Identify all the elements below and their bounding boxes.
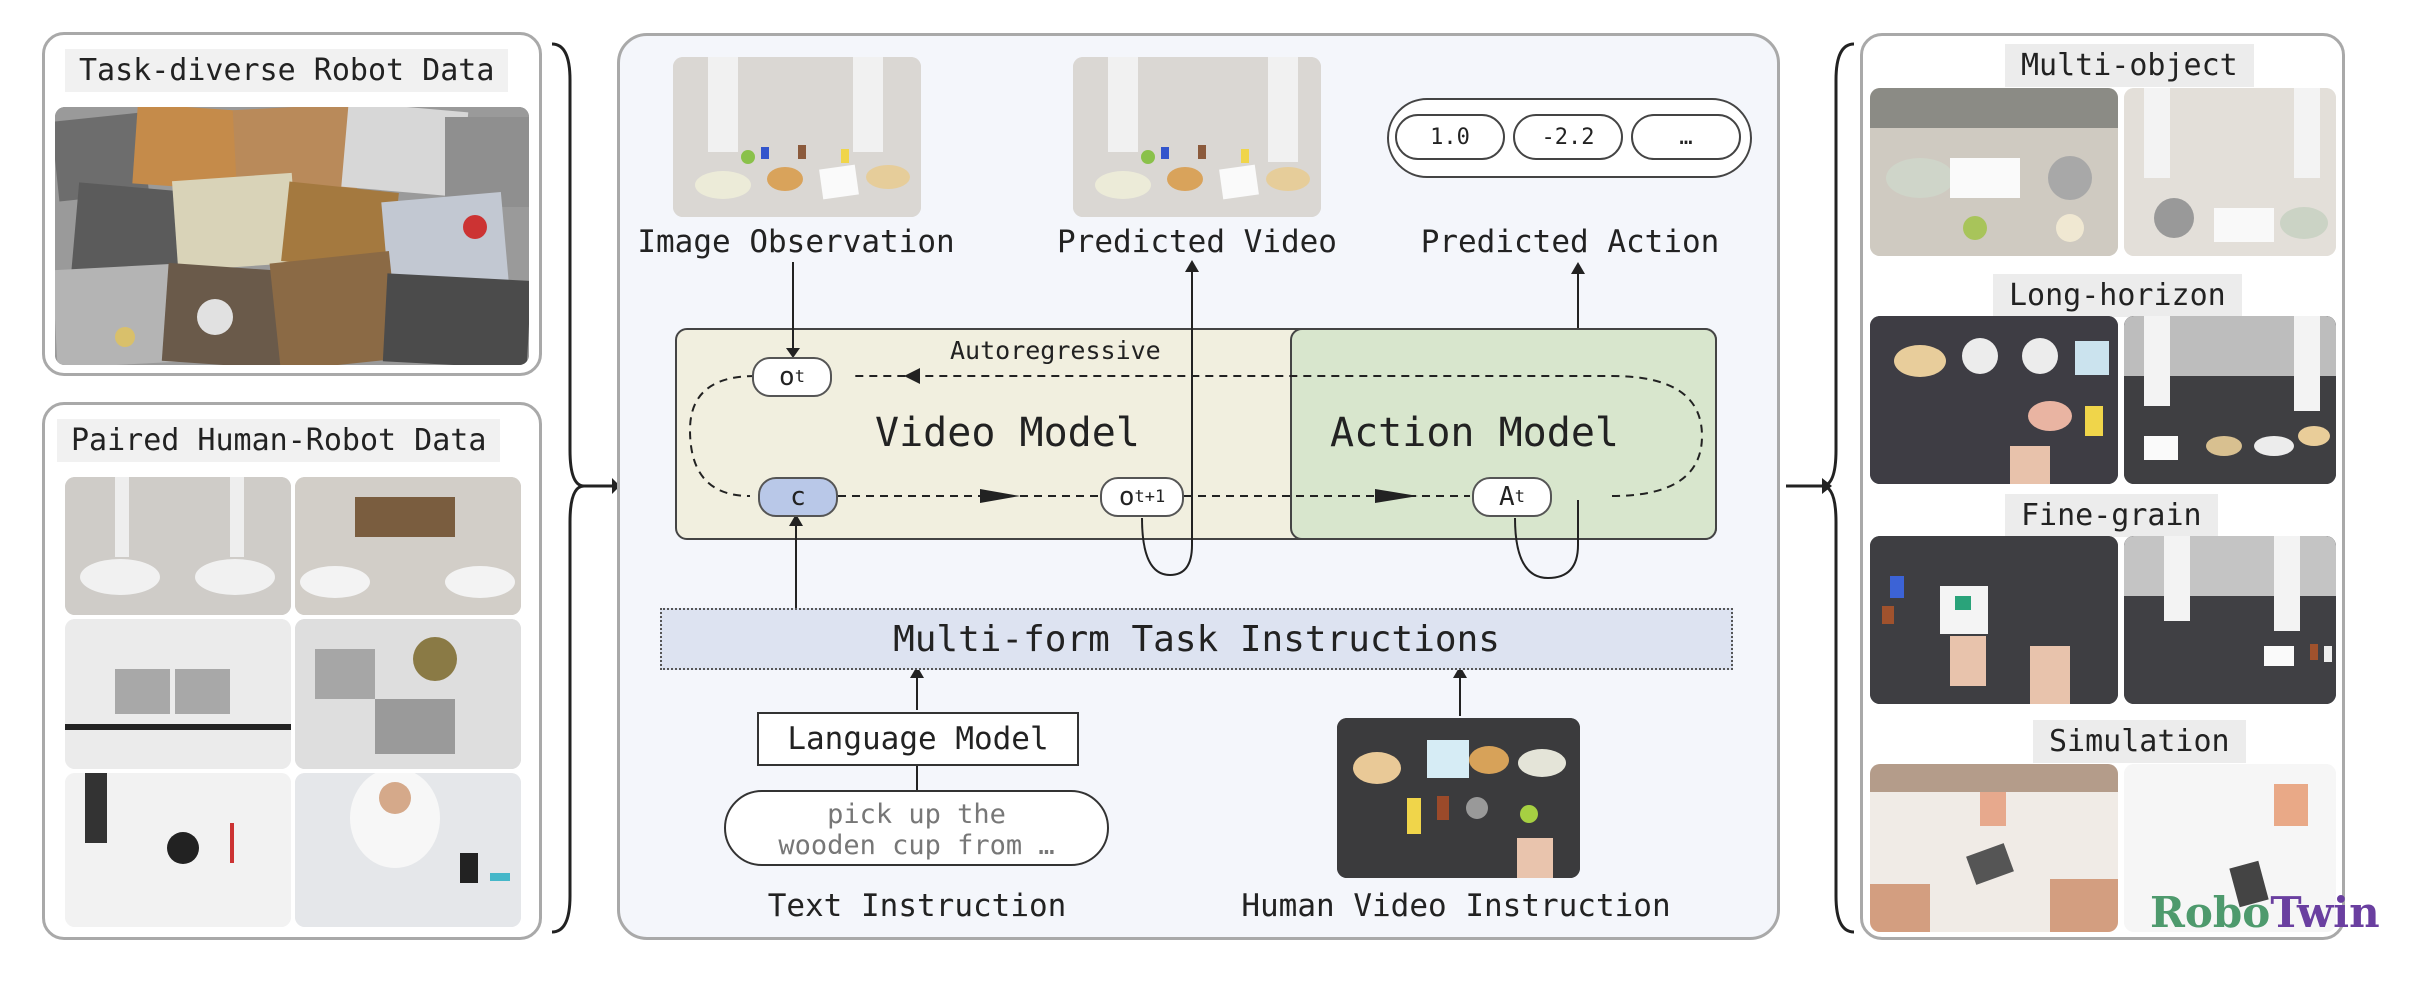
paired-photo-robot-plates (65, 477, 291, 615)
right-bracket (1786, 42, 1855, 934)
multi-form-instructions-bar: Multi-form Task Instructions (660, 608, 1733, 670)
fine-grain-photo-human (1870, 536, 2118, 704)
paired-photo-robot-trays (65, 619, 291, 769)
multi-object-title: Multi-object (2005, 44, 2254, 87)
paired-photo-human-plates (295, 477, 521, 615)
left-bracket (551, 42, 618, 934)
simulation-title: Simulation (2033, 720, 2246, 763)
predicted-action-label: Predicted Action (1420, 224, 1720, 260)
simulation-photo-robotwin (2124, 764, 2336, 932)
node-c: c (758, 477, 838, 517)
robot-data-panel: Task-diverse Robot Data (42, 32, 542, 376)
action-model-label: Action Model (1330, 410, 1619, 456)
autoregressive-label: Autoregressive (950, 336, 1161, 365)
long-horizon-title: Long-horizon (1993, 274, 2242, 317)
action-value-3: … (1631, 114, 1741, 160)
robot-data-title: Task-diverse Robot Data (65, 49, 509, 92)
multi-form-instructions-label: Multi-form Task Instructions (893, 618, 1500, 660)
long-horizon-photo-robot (2124, 316, 2336, 484)
text-prompt-line-1: pick up the (827, 799, 1006, 830)
text-prompt-bubble: pick up the wooden cup from … (724, 790, 1109, 866)
multi-object-photo-human (1870, 88, 2118, 256)
collage-image (55, 107, 529, 365)
language-model-label: Language Model (787, 721, 1049, 757)
image-observation-photo (673, 57, 921, 217)
predicted-video-photo (1073, 57, 1321, 217)
robotwin-logo-robo: Robo (2150, 888, 2271, 937)
action-value-1: 1.0 (1395, 114, 1505, 160)
paired-photo-human-trays (295, 619, 521, 769)
video-model-label: Video Model (875, 410, 1140, 456)
predicted-video-label: Predicted Video (1057, 224, 1337, 260)
image-observation-label: Image Observation (637, 224, 955, 260)
multi-object-photo-robot (2124, 88, 2336, 256)
simulation-photo-human (1870, 764, 2118, 932)
human-video-instruction-photo (1337, 718, 1580, 878)
robotwin-logo-twin: Twin (2270, 888, 2380, 937)
paired-photo-robot-cup (65, 773, 291, 927)
language-model-box: Language Model (757, 712, 1079, 766)
paired-data-title: Paired Human-Robot Data (57, 419, 501, 462)
text-instruction-label: Text Instruction (767, 888, 1067, 924)
human-video-instruction-label: Human Video Instruction (1241, 888, 1671, 924)
fine-grain-photo-robot (2124, 536, 2336, 704)
fine-grain-title: Fine-grain (2005, 494, 2218, 537)
text-prompt-line-2: wooden cup from … (778, 830, 1055, 861)
long-horizon-photo-human (1870, 316, 2118, 484)
paired-photo-human-cup (295, 773, 521, 927)
robot-data-collage (55, 107, 529, 365)
robotwin-logo: RoboTwin (2150, 888, 2380, 937)
action-value-2: -2.2 (1513, 114, 1623, 160)
paired-data-panel: Paired Human-Robot Data (42, 402, 542, 940)
